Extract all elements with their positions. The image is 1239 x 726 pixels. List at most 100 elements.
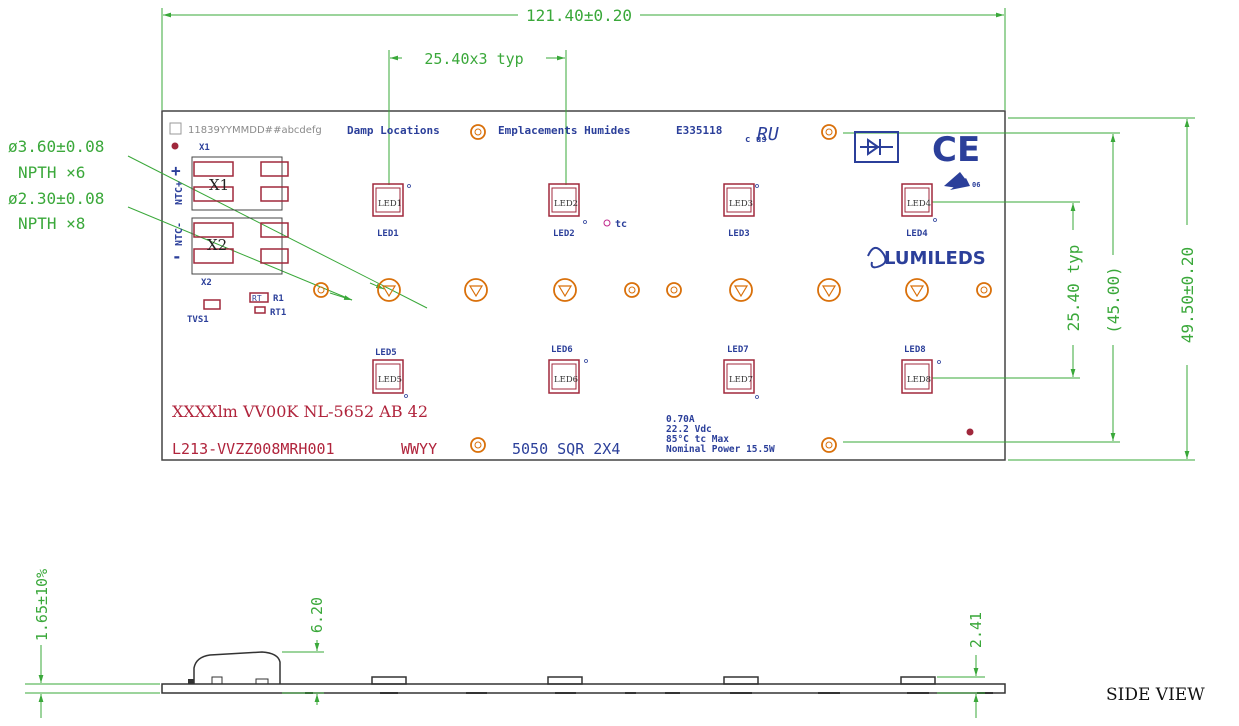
side-led-2 [547, 676, 583, 685]
ntc-plus-label: NTC+ [174, 181, 185, 205]
hole-leaders [127, 155, 428, 309]
rating-current: 0.70A [666, 414, 695, 425]
side-led-3 [723, 676, 759, 685]
hole-large-count: NPTH ×6 [18, 163, 85, 182]
connector-height-label: 6.20 [308, 597, 326, 633]
ul-file-number: E335118 [676, 124, 722, 137]
tc-label: tc [615, 219, 627, 230]
connector-x1-ref: X1 [209, 176, 229, 194]
hole-span-label: (45.00) [1104, 266, 1123, 333]
connector-x2: X2 X2 [191, 217, 289, 288]
ce-mark: CE [932, 130, 980, 170]
led5-package: LED5 [372, 359, 408, 398]
led5-label: LED5 [375, 348, 397, 358]
connector-x2-ref: X2 [207, 236, 227, 254]
side-view-label: SIDE VIEW [1106, 685, 1205, 705]
ul-logo-icon: RU [757, 124, 779, 145]
r1-component: RT R1 [249, 292, 284, 304]
svg-text:06: 06 [972, 181, 980, 189]
led3-label: LED3 [728, 229, 750, 239]
npth-small-hole-7 [470, 437, 486, 453]
led3-package: LED3 [723, 183, 759, 217]
svg-text:LED3: LED3 [729, 199, 753, 209]
hole-large-label: ø3.60±0.08 [8, 137, 104, 156]
led2-label: LED2 [553, 229, 575, 239]
svg-text:RT1: RT1 [270, 308, 286, 318]
npth-large-hole-1 [377, 278, 401, 302]
led-pitch-dimension [388, 50, 567, 185]
ul-mark: c us [745, 135, 767, 145]
led1-package: LED1 [372, 183, 411, 217]
date-code: 11839YYMMDD##abcdefg [188, 125, 322, 136]
tvs1-component: TVS1 [187, 299, 221, 325]
svg-text:LED1: LED1 [378, 199, 402, 209]
led8-package: LED8 [901, 359, 941, 394]
svg-text:LED7: LED7 [729, 375, 753, 385]
npth-large-holes [377, 278, 929, 302]
hole-small-count: NPTH ×8 [18, 214, 85, 233]
npth-small-hole-1 [470, 124, 486, 140]
rating-power: Nominal Power 15.5W [666, 444, 775, 455]
connector-x1: X1 X1 [171, 142, 289, 211]
led-height-label: 2.41 [967, 612, 985, 648]
part-number: L213-VVZZ008MRH001 [172, 440, 335, 458]
flux-line: XXXXlm VV00K NL-5652 AB 42 [172, 402, 428, 421]
led4-package: LED4 [901, 183, 937, 222]
svg-text:LED2: LED2 [554, 199, 578, 209]
led4-label: LED4 [906, 229, 928, 239]
board-outline [161, 110, 1006, 461]
npth-large-hole-4 [729, 278, 753, 302]
svg-text:X2: X2 [201, 278, 212, 288]
npth-large-hole-2 [464, 278, 488, 302]
npth-small-hole-2 [821, 124, 837, 140]
row-pitch-label: 25.40 typ [1064, 245, 1083, 332]
width-dimension [161, 8, 1006, 110]
minus-sign: - [172, 247, 182, 266]
side-connector [193, 651, 281, 684]
svg-text:LED8: LED8 [907, 375, 931, 385]
npth-large-hole-5 [817, 278, 841, 302]
right-dimensions [843, 117, 1195, 461]
svg-text:R1: R1 [273, 294, 284, 304]
led1-label: LED1 [377, 229, 399, 239]
package-label: 5050 SQR 2X4 [512, 440, 620, 458]
svg-text:TVS1: TVS1 [187, 315, 209, 325]
side-pcb [161, 683, 1006, 694]
npth-large-hole-3 [553, 278, 577, 302]
rcm-mark-icon: 06 [944, 172, 980, 190]
thickness-label: 1.65±10% [33, 569, 51, 641]
lumileds-logo: LUMILEDS [867, 246, 986, 269]
width-label: 121.40±0.20 [526, 6, 632, 25]
npth-small-hole-4 [624, 282, 640, 298]
led2-package: LED2 [548, 183, 587, 224]
npth-small-holes [313, 124, 992, 453]
led7-package: LED7 [723, 359, 759, 399]
side-view [161, 651, 1006, 694]
svg-text:LED4: LED4 [907, 199, 931, 209]
svg-text:LED6: LED6 [554, 375, 578, 385]
svg-text:RT: RT [252, 294, 262, 303]
damp-locations-fr: Emplacements Humides [498, 124, 630, 137]
led6-package: LED6 [548, 359, 588, 394]
height-label: 49.50±0.20 [1178, 247, 1197, 343]
led8-label: LED8 [904, 345, 926, 355]
damp-locations-en: Damp Locations [347, 124, 440, 137]
rt1-component: RT1 [254, 306, 286, 318]
side-led-4 [900, 676, 936, 685]
led6-label: LED6 [551, 345, 573, 355]
side-dimensions [25, 640, 985, 718]
rating-tc-max: 85°C tc Max [666, 434, 729, 445]
tc-point [603, 219, 611, 227]
fiducial-mark [966, 428, 974, 436]
enec-mark-icon [854, 131, 899, 163]
svg-text:X1: X1 [199, 143, 210, 153]
svg-text:LED5: LED5 [378, 375, 402, 385]
npth-large-hole-6 [905, 278, 929, 302]
plus-sign: + [171, 161, 181, 180]
led-pitch-label: 25.40x3 typ [424, 50, 523, 68]
npth-small-hole-8 [821, 437, 837, 453]
rating-voltage: 22.2 Vdc [666, 424, 712, 435]
npth-small-hole-6 [976, 282, 992, 298]
wwyy-code: WWYY [401, 440, 437, 458]
side-led-1 [371, 676, 407, 685]
